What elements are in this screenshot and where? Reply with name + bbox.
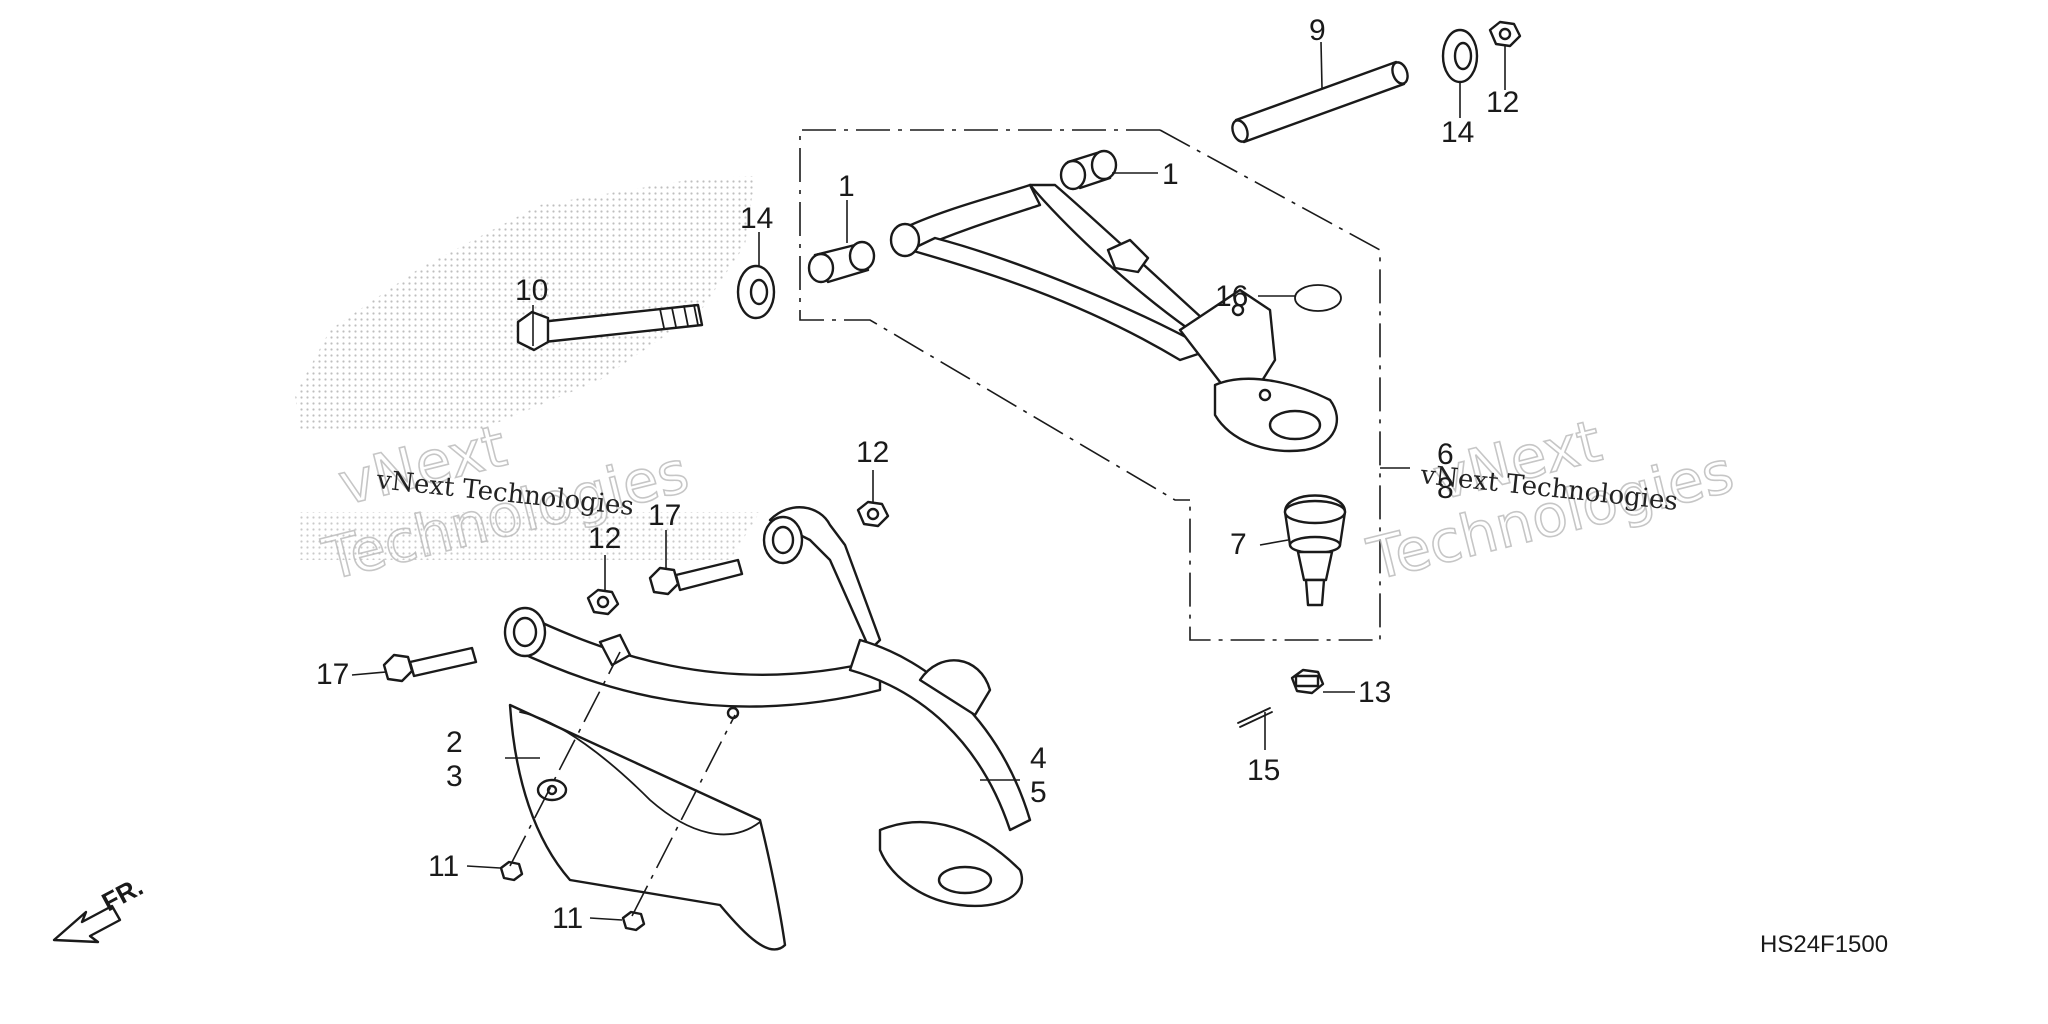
bushing-upper-left bbox=[807, 240, 876, 284]
upper-arm-shaft bbox=[1231, 60, 1409, 144]
leader-lines bbox=[351, 41, 1506, 921]
diagram-code: HS24F1500 bbox=[1760, 931, 1888, 958]
callout-3: 3 bbox=[446, 760, 463, 793]
thrust-washer-left bbox=[736, 264, 776, 320]
bushing-upper-right bbox=[1059, 149, 1118, 191]
callout-1-left: 1 bbox=[838, 170, 855, 203]
upper-a-arm bbox=[889, 183, 1339, 453]
callout-12-left: 12 bbox=[588, 522, 621, 555]
callout-2: 2 bbox=[446, 726, 463, 759]
callout-15: 15 bbox=[1247, 754, 1280, 787]
nut-top bbox=[1488, 20, 1522, 48]
callout-16: 16 bbox=[1215, 280, 1248, 313]
callout-4: 4 bbox=[1030, 742, 1047, 775]
bolt-upper-17 bbox=[648, 558, 744, 596]
callout-14-top: 14 bbox=[1441, 116, 1474, 149]
callout-13: 13 bbox=[1358, 676, 1391, 709]
callout-9: 9 bbox=[1309, 14, 1326, 47]
watermark-right: vNext Technologies vNext Technologies bbox=[1360, 406, 1741, 595]
callout-12-top: 12 bbox=[1486, 86, 1519, 119]
callout-17-lower: 17 bbox=[316, 658, 349, 691]
callout-11-upper: 11 bbox=[428, 850, 459, 883]
callout-1-right: 1 bbox=[1162, 158, 1179, 191]
callout-12-right: 12 bbox=[856, 436, 889, 469]
front-direction-arrow: FR. bbox=[52, 871, 148, 944]
screw-lower-11 bbox=[621, 910, 646, 932]
callout-5: 5 bbox=[1030, 776, 1047, 809]
upper-arm-detail-outline bbox=[799, 129, 1410, 641]
screw-upper-11 bbox=[499, 860, 524, 882]
nut-left-lower bbox=[586, 588, 620, 616]
circlip bbox=[1294, 284, 1342, 312]
cotter-pin bbox=[1237, 707, 1273, 728]
callout-11-lower: 11 bbox=[552, 902, 583, 935]
fastener-centerlines bbox=[509, 651, 736, 917]
callout-17-upper: 17 bbox=[648, 499, 681, 532]
callout-7: 7 bbox=[1230, 528, 1247, 561]
nut-right-lower bbox=[856, 500, 890, 528]
stipple-shading bbox=[295, 176, 760, 560]
callout-8: 8 bbox=[1437, 472, 1454, 505]
skid-guard bbox=[508, 703, 787, 951]
callout-10: 10 bbox=[515, 274, 548, 307]
watermark-left: vNext Technologies vNext Technologies bbox=[315, 411, 696, 595]
callout-14-left: 14 bbox=[740, 202, 773, 235]
thrust-washer-top bbox=[1441, 28, 1479, 84]
lower-a-arm bbox=[503, 506, 1032, 908]
callout-labels: 9 14 12 1 1 16 14 10 6 8 7 13 15 12 12 1… bbox=[316, 14, 1519, 935]
callout-6: 6 bbox=[1437, 438, 1454, 471]
ball-joint bbox=[1283, 494, 1347, 607]
castle-nut bbox=[1290, 668, 1325, 695]
arrow-icon bbox=[52, 904, 122, 944]
bolt-lower-17 bbox=[382, 646, 478, 683]
